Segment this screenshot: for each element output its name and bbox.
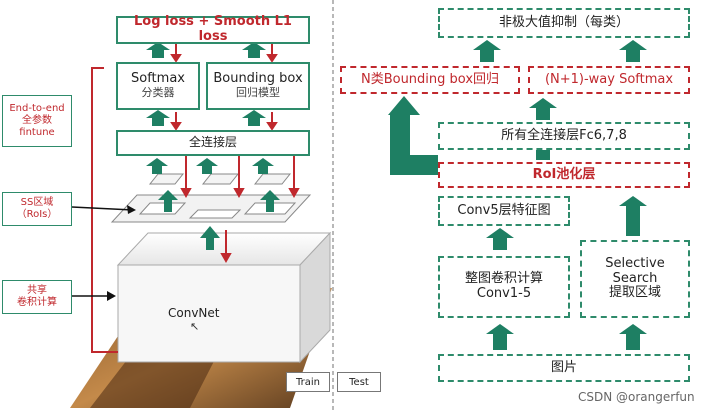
end-to-end-line1: End-to-end	[9, 103, 65, 114]
roi-plane	[110, 194, 312, 223]
shared-conv-label: 共享 卷积计算	[2, 280, 72, 314]
roi-1	[138, 202, 187, 215]
train-tag: Train	[286, 372, 330, 392]
watermark: CSDN @orangerfun	[578, 390, 695, 404]
roi-2	[188, 209, 242, 219]
image-box: 图片	[438, 354, 690, 382]
pooled-plane-2	[201, 173, 240, 185]
nms-box: 非极大值抑制（每类）	[438, 8, 690, 38]
bbox-title: Bounding box	[213, 71, 303, 87]
softmax-title: Softmax	[131, 71, 185, 87]
convnet-cube-front	[117, 264, 301, 363]
ss-region-label: SS区域 （RoIs）	[2, 192, 72, 226]
conv-calc-box: 整图卷积计算 Conv1-5	[438, 256, 570, 318]
cursor-icon: ↖	[190, 320, 200, 333]
softmax-sub: 分类器	[141, 86, 175, 100]
loss-box: Log loss + Smooth L1 loss	[116, 14, 310, 44]
bbox-regression-box: N类Bounding box回归	[340, 66, 520, 94]
end-to-end-label: End-to-end 全参数 fintune	[2, 95, 72, 147]
end-to-end-line2: 全参数	[22, 115, 52, 126]
ss-region-line2: （RoIs）	[16, 209, 58, 220]
shared-conv-line2: 卷积计算	[17, 297, 57, 308]
shared-conv-line1: 共享	[27, 285, 47, 296]
end-to-end-bracket	[91, 67, 118, 353]
selective-line1: Selective	[605, 255, 665, 271]
pooled-plane-3	[253, 173, 292, 185]
left-up-arrows	[146, 42, 280, 250]
ss-region-line1: SS区域	[20, 197, 54, 208]
big-l-arrow	[388, 96, 438, 175]
fc-all-box: 所有全连接层Fc6,7,8	[438, 122, 690, 150]
selective-line3: 提取区域	[608, 285, 661, 301]
left-down-arrows	[170, 44, 300, 264]
pooled-plane-1	[148, 173, 185, 185]
bbox-regressor-box: Bounding box 回归模型	[206, 62, 310, 110]
roi-pooling-box: RoI池化层	[438, 162, 690, 188]
selective-search-box: Selective Search 提取区域	[580, 240, 690, 318]
conv-calc-line2: Conv1-5	[476, 286, 532, 301]
convnet-label: ConvNet	[168, 306, 220, 320]
right-up-arrows	[388, 40, 647, 350]
convnet-cube-top	[116, 232, 332, 266]
end-to-end-line3: fintune	[19, 127, 55, 138]
selective-line2: Search	[612, 270, 658, 286]
softmax-classifier-box: Softmax 分类器	[116, 62, 200, 110]
fc-layer-box: 全连接层	[116, 130, 310, 156]
conv5-box: Conv5层特征图	[438, 196, 570, 226]
softmax-box: (N+1)-way Softmax	[528, 66, 690, 94]
conv-calc-line1: 整图卷积计算	[464, 271, 543, 287]
test-tag: Test	[337, 372, 381, 392]
bbox-sub: 回归模型	[236, 86, 280, 100]
